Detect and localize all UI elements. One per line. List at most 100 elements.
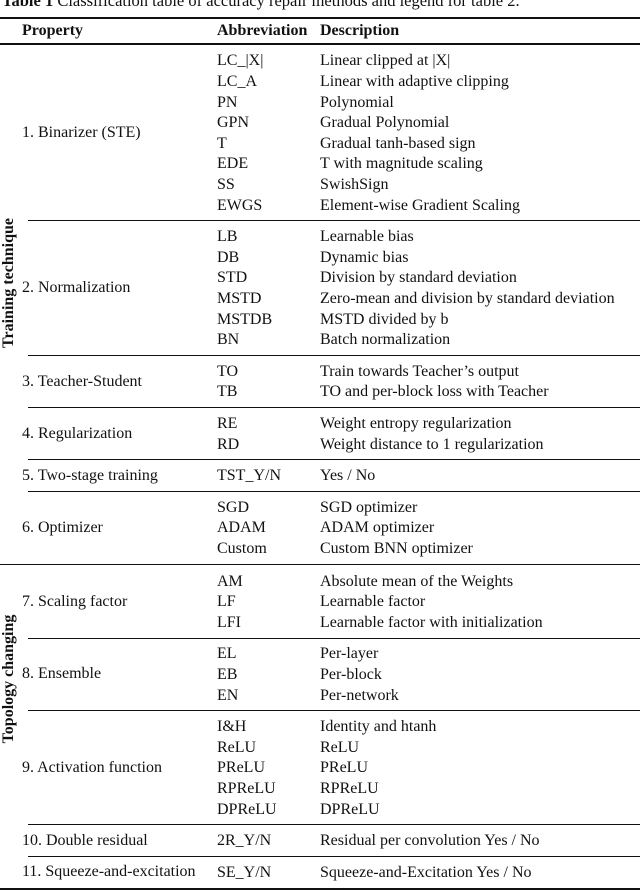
abbreviation-cell: STD [217,269,248,287]
description-cell: ReLU [320,738,360,756]
abbreviation-cell: BN [217,331,240,349]
description-cell: Gradual Polynomial [320,114,450,132]
description-cell: Zero-mean and division by standard devia… [320,289,615,307]
description-cell: Element-wise Gradient Scaling [320,196,520,214]
description-cell: Batch normalization [320,331,451,349]
abbreviation-cell: TST_Y/N [217,467,281,485]
abbreviation-cell: T [217,134,227,152]
property-cell: 4. Regularization [22,424,133,442]
abbreviation-cell: SS [217,175,235,193]
header-abbreviation: Abbreviation [217,22,308,39]
description-cell: ADAM optimizer [320,519,435,537]
group-divider [28,220,640,222]
abbreviation-cell: 2R_Y/N [217,832,272,850]
property-cell: 10. Double residual [22,831,148,849]
abbreviation-cell: Custom [217,539,267,557]
group-divider [28,490,640,492]
abbreviation-cell: I&H [217,718,247,736]
property-cell: 9. Activation function [22,758,162,776]
property-cell: 5. Two-stage training [22,466,158,484]
description-cell: Weight distance to 1 regularization [320,435,544,453]
abbreviation-cell: EWGS [217,196,263,214]
abbreviation-cell: EB [217,665,238,683]
description-cell: Absolute mean of the Weights [320,572,514,590]
property-cell: 8. Ensemble [22,665,102,683]
abbreviation-cell: LFI [217,613,241,631]
group-divider [28,354,640,356]
description-cell: Linear with adaptive clipping [320,72,509,90]
abbreviation-cell: EL [217,645,237,663]
description-cell: MSTD divided by b [320,310,449,328]
description-cell: Residual per convolution Yes / No [320,832,540,850]
abbreviation-cell: RE [217,414,238,432]
table-caption: Table 1 Classification table of accuracy… [2,0,520,11]
abbreviation-cell: ADAM [217,519,266,537]
abbreviation-cell: LB [217,228,238,246]
description-cell: Per-network [320,686,399,704]
abbreviation-cell: AM [217,572,243,590]
header-property: Property [22,22,84,39]
section-divider [0,563,640,566]
description-cell: Gradual tanh-based sign [320,134,476,152]
abbreviation-cell: RD [217,435,240,453]
caption-label: Table 1 [2,0,54,10]
description-cell: SGD optimizer [320,498,418,516]
abbreviation-cell: SE_Y/N [217,863,272,881]
description-cell: RPReLU [320,779,379,797]
group-divider [28,710,640,712]
description-cell: Custom BNN optimizer [320,539,473,557]
description-cell: Polynomial [320,93,394,111]
abbreviation-cell: MSTDB [217,310,273,328]
property-cell: 2. Normalization [22,279,131,297]
group-divider [28,637,640,639]
group-divider [28,407,640,409]
property-cell: 7. Scaling factor [22,592,128,610]
description-cell: Per-layer [320,645,379,663]
description-cell: Division by standard deviation [320,269,517,287]
property-cell: 6. Optimizer [22,518,103,536]
property-cell: 3. Teacher-Student [22,372,142,390]
property-cell: 11. Squeeze-and-excitation [22,863,196,881]
abbreviation-cell: PN [217,93,238,111]
description-cell: Train towards Teacher’s output [320,362,519,380]
abbreviation-cell: LF [217,593,236,611]
abbreviation-cell: ReLU [217,738,257,756]
description-cell: TO and per-block loss with Teacher [320,383,549,401]
description-cell: Yes / No [320,467,376,485]
abbreviation-cell: EN [217,686,239,704]
top-rule [0,17,640,19]
abbreviation-cell: EDE [217,155,249,173]
section-label: Topology changing [0,614,17,743]
abbreviation-cell: DPReLU [217,800,277,818]
description-cell: Learnable factor [320,593,426,611]
description-cell: Squeeze-and-Excitation Yes / No [320,863,532,881]
header-rule [0,43,640,45]
description-cell: Linear clipped at |X| [320,52,451,70]
description-cell: Learnable bias [320,228,414,246]
abbreviation-cell: LC_A [217,72,257,90]
header-description: Description [320,22,400,39]
description-cell: Identity and htanh [320,718,437,736]
abbreviation-cell: DB [217,248,240,266]
caption-text: Classification table of accuracy repair … [57,0,520,10]
description-cell: Dynamic bias [320,248,409,266]
property-cell: 1. Binarizer (STE) [22,123,141,141]
description-cell: SwishSign [320,175,389,193]
description-cell: Learnable factor with initialization [320,613,543,631]
description-cell: PReLU [320,759,368,777]
abbreviation-cell: PReLU [217,759,265,777]
description-cell: T with magnitude scaling [320,155,483,173]
abbreviation-cell: MSTD [217,289,262,307]
abbreviation-cell: RPReLU [217,779,276,797]
abbreviation-cell: TO [217,362,239,380]
abbreviation-cell: LC_|X| [217,52,264,70]
description-cell: DPReLU [320,800,380,818]
section-label: Training technique [0,217,17,348]
description-cell: Weight entropy regularization [320,414,512,432]
abbreviation-cell: SGD [217,498,250,516]
group-divider [28,824,640,826]
abbreviation-cell: GPN [217,114,250,132]
description-cell: Per-block [320,665,382,683]
abbreviation-cell: TB [217,383,238,401]
group-divider [28,459,640,461]
